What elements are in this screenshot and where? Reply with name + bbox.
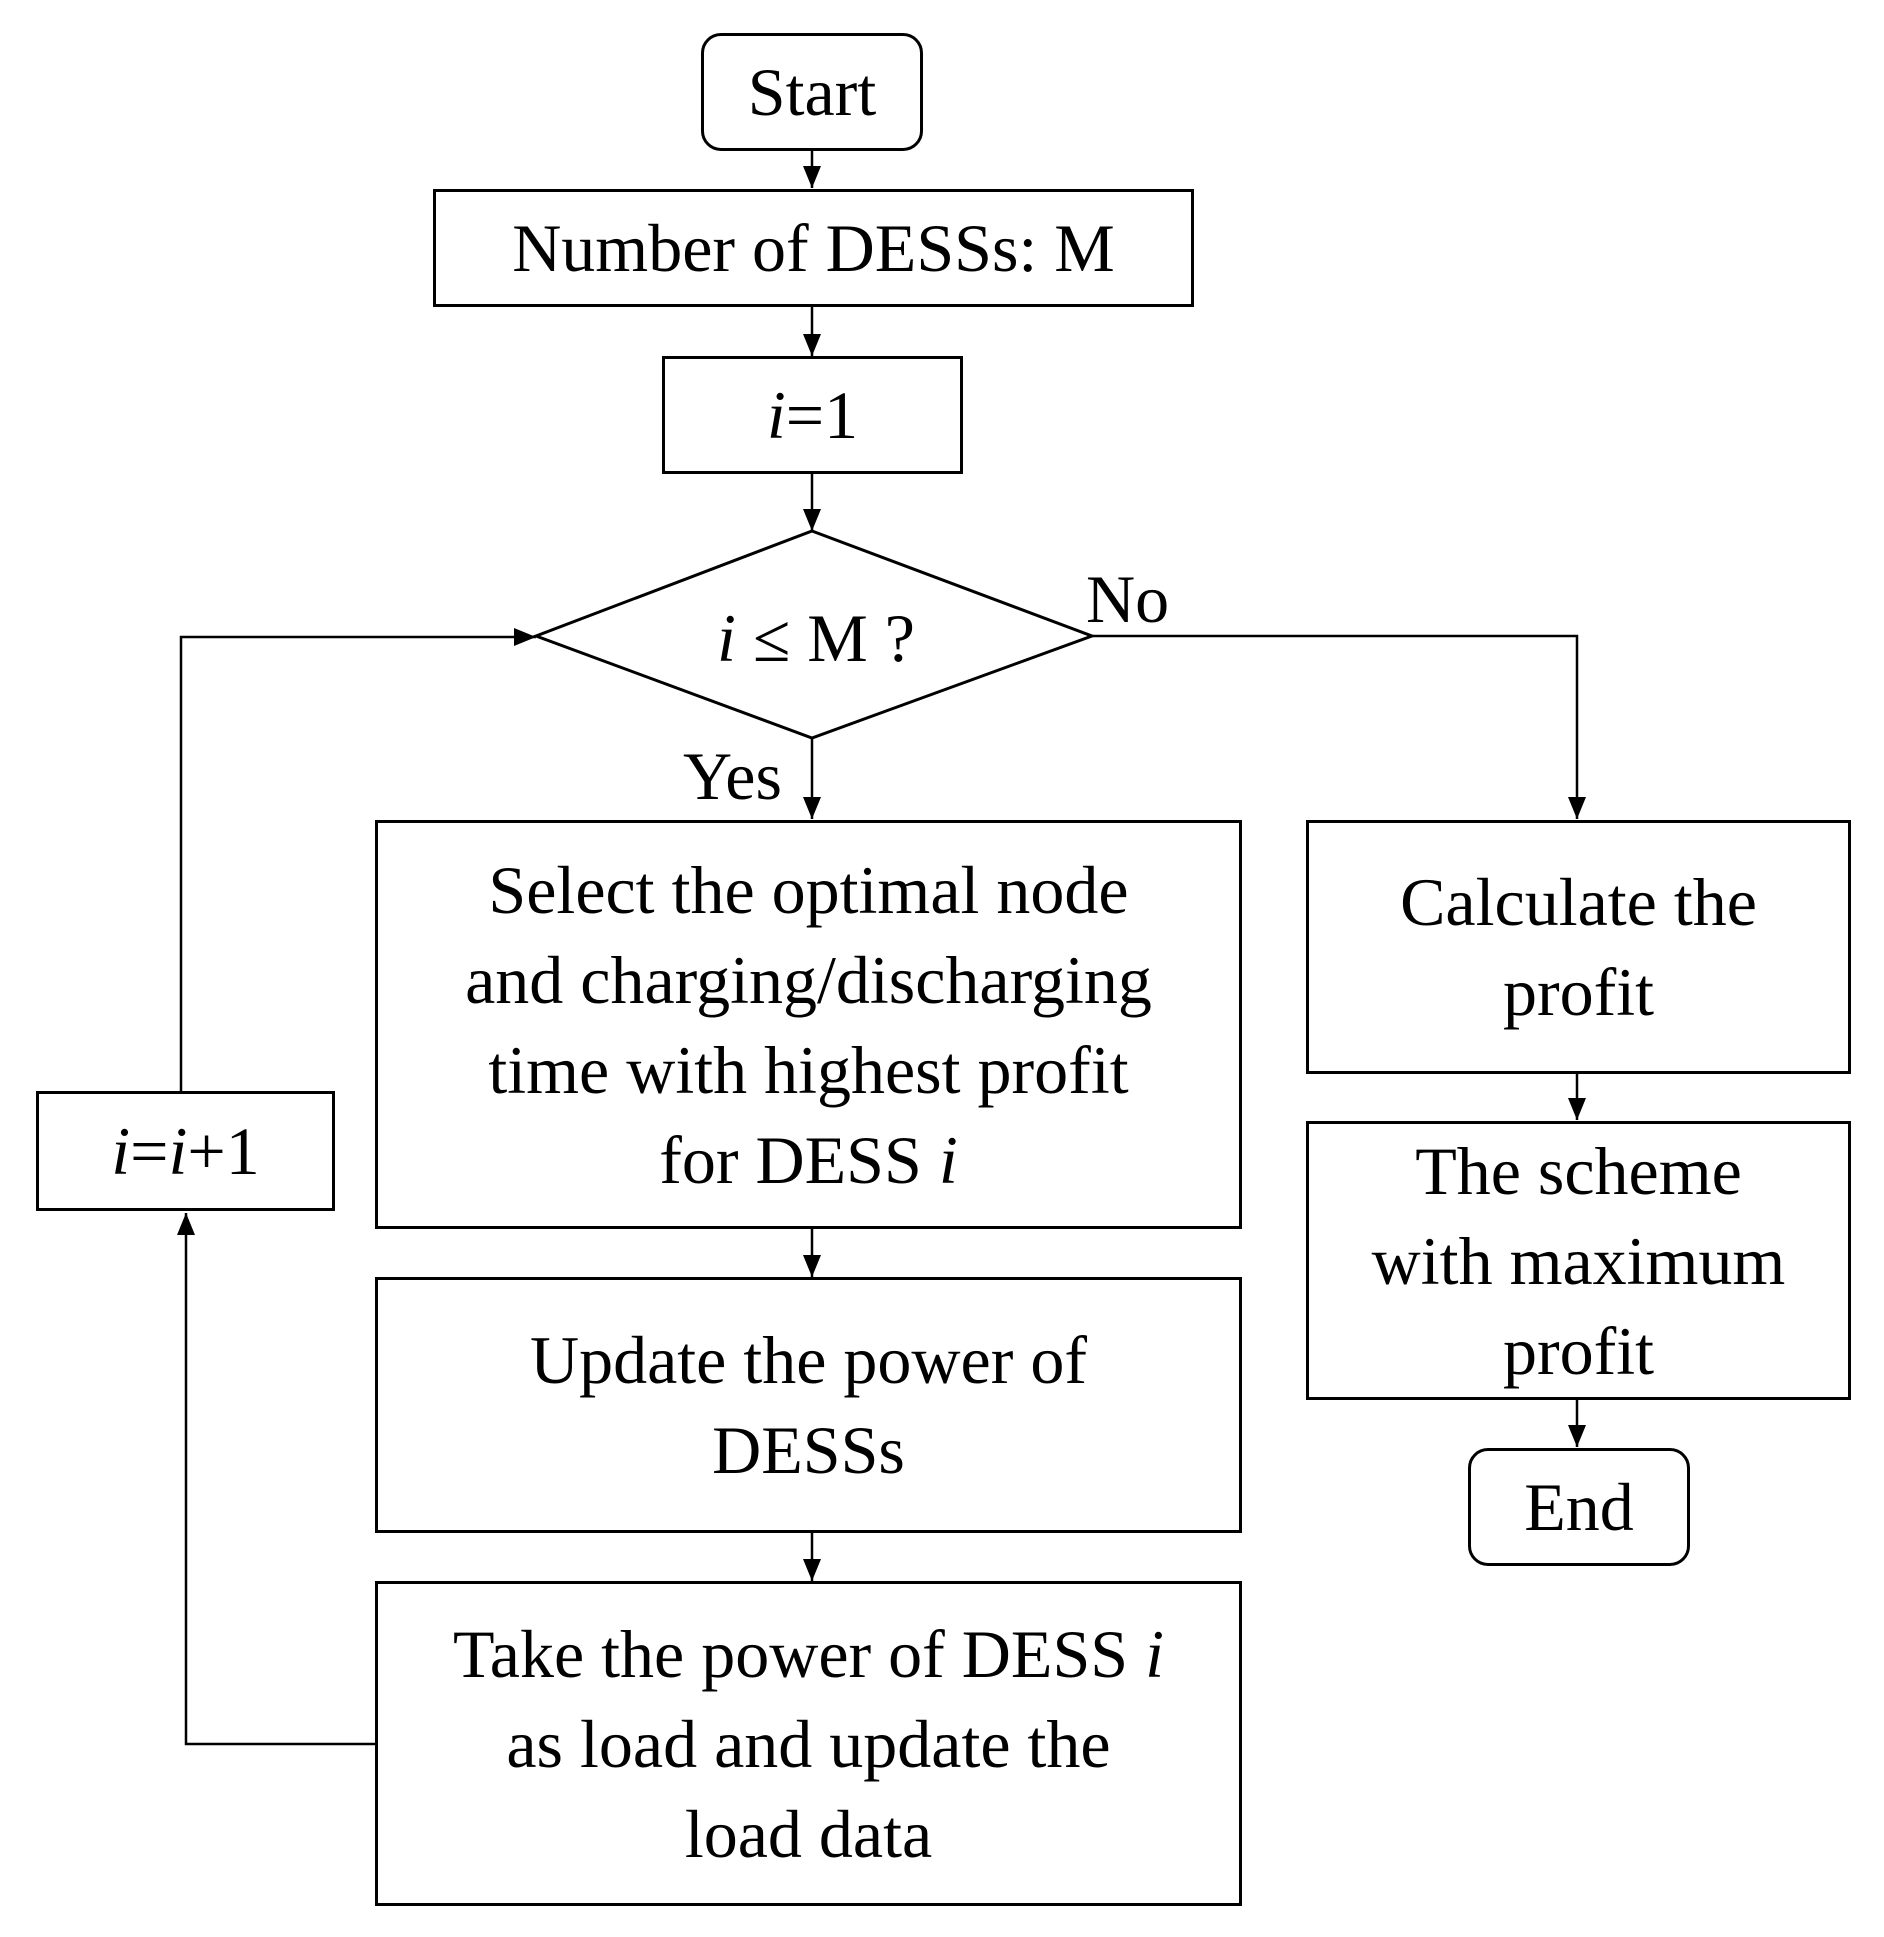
init-i-var: i [766, 377, 786, 453]
select-node-line4-var: i [938, 1121, 958, 1198]
start-terminal: Start [701, 33, 923, 151]
take-power-line2: as load and update the [506, 1705, 1111, 1782]
increment-var2: i [168, 1113, 188, 1189]
select-node-line4: for DESS i [659, 1115, 957, 1205]
update-power-line1: Update the power of [529, 1322, 1087, 1398]
number-of-dess-step: Number of DESSs: M [433, 189, 1194, 307]
decision-op: ≤ [752, 600, 791, 676]
increment-rest: +1 [187, 1113, 260, 1189]
arrow-take-to-increment [177, 1213, 376, 1746]
init-i-rest: =1 [785, 377, 859, 453]
max-scheme-step: The scheme with maximum profit [1306, 1121, 1851, 1400]
update-power-line2: DESSs [712, 1412, 905, 1488]
update-power-step: Update the power of DESSs [375, 1277, 1242, 1533]
init-i-step: i=1 [662, 356, 963, 474]
increment-var1: i [111, 1113, 131, 1189]
calculate-profit-step: Calculate the profit [1306, 820, 1851, 1074]
decision-diamond [531, 529, 1097, 740]
take-power-step: Take the power of DESS i as load and upd… [375, 1581, 1242, 1906]
number-of-dess-label: Number of DESSs: M [512, 210, 1115, 286]
calculate-profit-line1: Calculate the [1400, 864, 1757, 940]
arrow-increment-to-decision [179, 628, 536, 1091]
decision-var: i [717, 600, 736, 676]
take-power-line1-var: i [1145, 1615, 1164, 1692]
select-node-line1: Select the optimal node [488, 851, 1129, 928]
increment-step: i=i+1 [36, 1091, 335, 1211]
select-node-step: Select the optimal node and charging/dis… [375, 820, 1242, 1229]
start-label: Start [747, 54, 877, 130]
select-node-line4-text: for DESS [659, 1121, 939, 1198]
yes-label: Yes [683, 738, 782, 814]
take-power-line3: load data [684, 1795, 933, 1872]
calculate-profit-line2: profit [1502, 954, 1655, 1030]
max-scheme-line2: with maximum [1371, 1222, 1786, 1299]
init-i-label: i=1 [767, 370, 858, 460]
decision-rest: M ? [807, 600, 915, 676]
select-node-line2: and charging/discharging [465, 941, 1152, 1018]
arrow-decision-to-calculate [1092, 634, 1586, 819]
take-power-line1: Take the power of DESS i [453, 1609, 1164, 1699]
max-scheme-line1: The scheme [1415, 1132, 1742, 1209]
select-node-line3: time with highest profit [488, 1031, 1129, 1108]
max-scheme-line3: profit [1502, 1312, 1655, 1389]
end-label: End [1524, 1469, 1634, 1545]
increment-eq: = [130, 1113, 169, 1189]
end-terminal: End [1468, 1448, 1690, 1566]
decision-label: i ≤ M ? [536, 598, 1096, 678]
take-power-line1-text: Take the power of DESS [453, 1615, 1146, 1692]
no-label: No [1086, 561, 1170, 637]
increment-label: i=i+1 [111, 1106, 260, 1196]
